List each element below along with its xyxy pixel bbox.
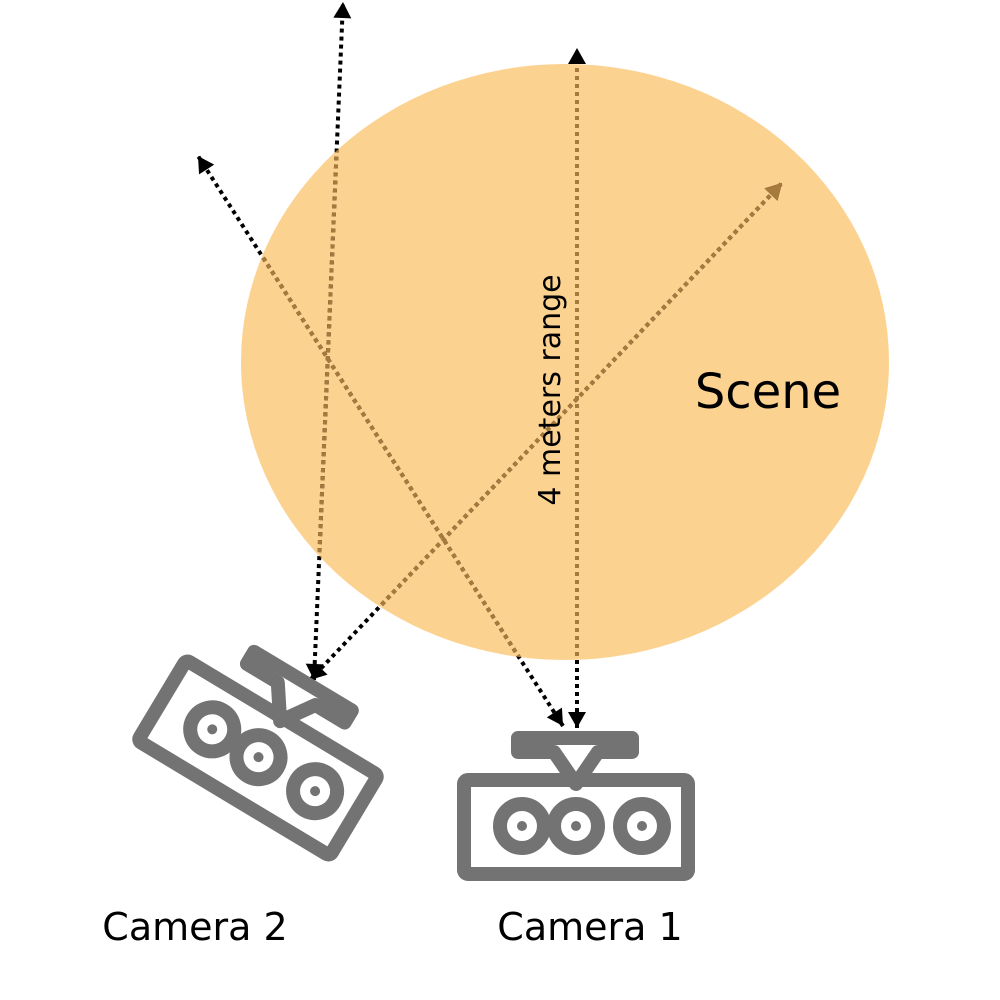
camera-1-diagonal-ray (241, 154, 565, 660)
camera-2-label: Camera 2 (102, 905, 287, 949)
arrowhead (568, 712, 586, 728)
arrowhead (546, 707, 563, 726)
camera-2-icon (132, 644, 384, 862)
camera-2-diagonal-ray (308, 181, 784, 660)
range-label: 4 meters range (533, 274, 568, 505)
arrowhead (764, 183, 782, 201)
arrowhead (198, 156, 215, 175)
scene-ellipse (241, 64, 889, 660)
arrowhead (568, 48, 586, 64)
arrowhead (333, 2, 352, 19)
scene-label: Scene (695, 364, 841, 420)
arrowhead (310, 662, 328, 680)
camera-1-label: Camera 1 (497, 905, 682, 949)
camera-1-icon (457, 731, 695, 881)
